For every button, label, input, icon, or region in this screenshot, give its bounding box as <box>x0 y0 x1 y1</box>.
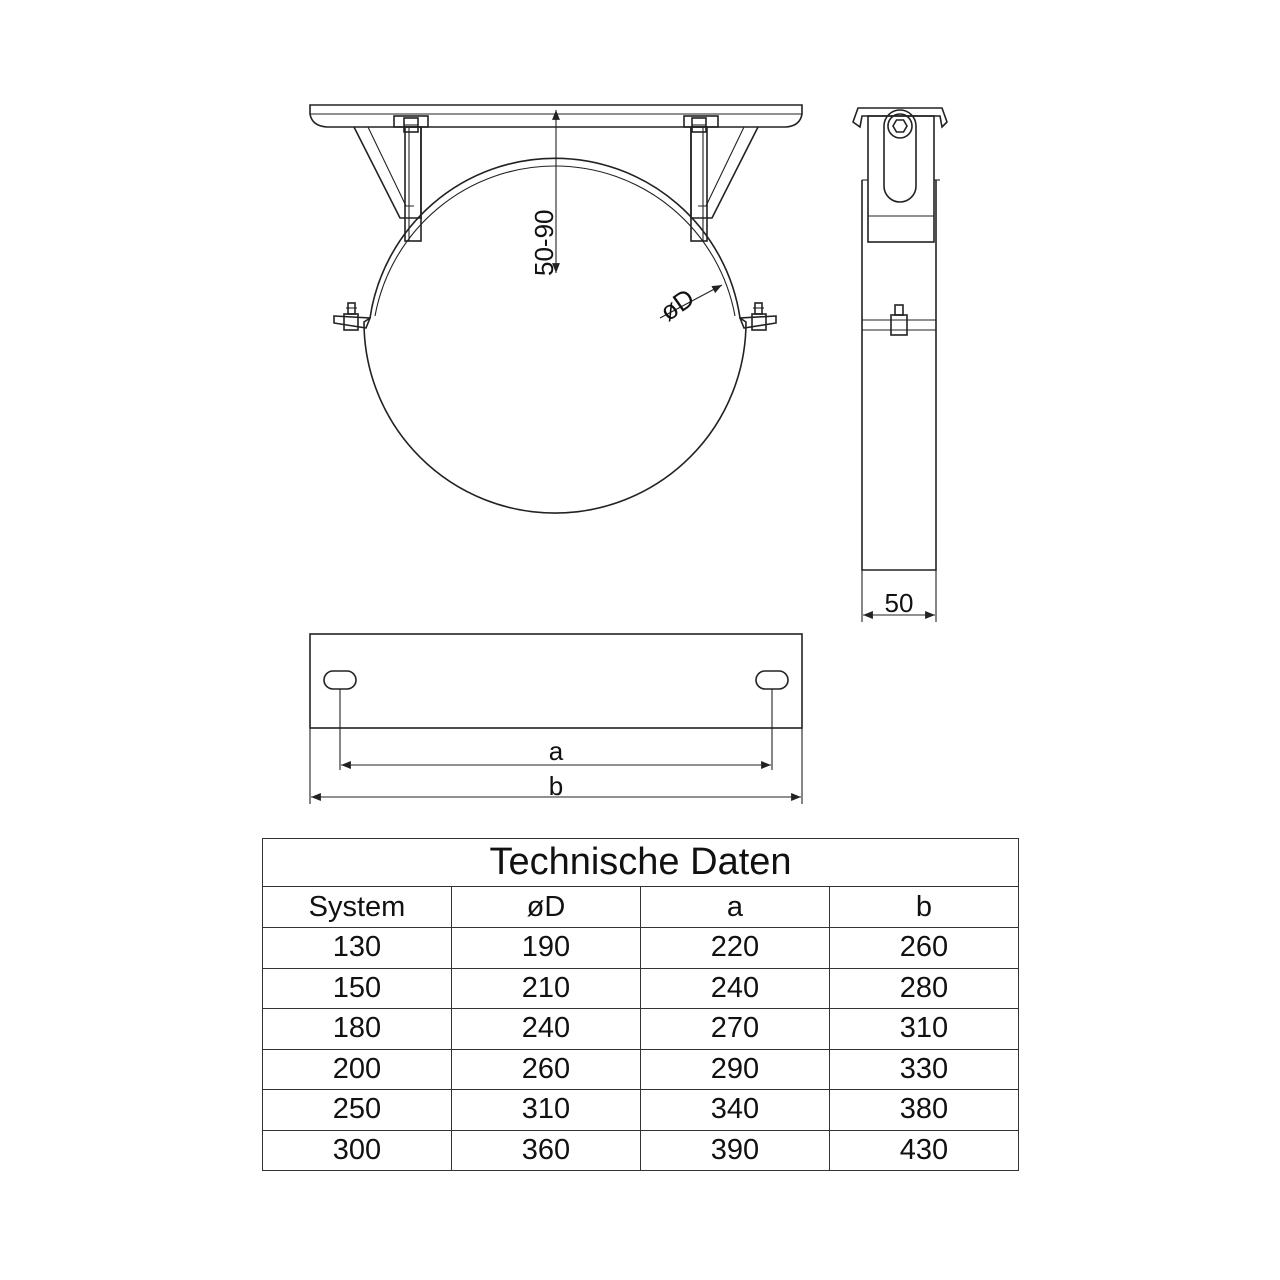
mounting-plate <box>309 104 803 128</box>
cell-system: 130 <box>262 927 452 969</box>
table-row: 180 240 270 310 <box>262 1008 1019 1050</box>
table-header-row: System øD a b <box>262 886 1019 928</box>
left-clamp-screw <box>333 302 372 331</box>
right-bracket <box>683 115 759 242</box>
slotted-hole <box>883 109 917 203</box>
width-dimension-label: 50 <box>885 588 914 618</box>
cell-system: 200 <box>262 1048 452 1090</box>
cell-a: 340 <box>640 1089 830 1131</box>
cell-b: 380 <box>829 1089 1019 1131</box>
cell-a: 270 <box>640 1008 830 1050</box>
diameter-dimension-line <box>659 284 723 319</box>
left-bracket <box>353 115 429 242</box>
cell-a: 290 <box>640 1048 830 1090</box>
front-view: 50-90 øD <box>309 104 803 514</box>
cell-diameter: 310 <box>451 1089 641 1131</box>
height-dimension-label: 50-90 <box>529 210 559 277</box>
left-slot <box>323 670 357 690</box>
cell-b: 310 <box>829 1008 1019 1050</box>
cell-a: 240 <box>640 967 830 1009</box>
table-row: 200 260 290 330 <box>262 1048 1019 1090</box>
table-title: Technische Daten <box>262 838 1019 887</box>
cell-system: 150 <box>262 967 452 1009</box>
cell-system: 180 <box>262 1008 452 1050</box>
header-system: System <box>262 886 452 928</box>
dimension-a-label: a <box>549 736 564 766</box>
wall-plate <box>309 633 803 729</box>
cell-system: 300 <box>262 1129 452 1171</box>
table-row: 150 210 240 280 <box>262 967 1019 1009</box>
header-a: a <box>640 886 830 928</box>
header-diameter: øD <box>451 886 641 928</box>
right-slot <box>755 670 789 690</box>
side-bracket <box>867 115 935 243</box>
plate-view: a b <box>309 633 803 804</box>
cell-a: 220 <box>640 927 830 969</box>
dimension-b-label: b <box>549 771 563 801</box>
cell-diameter: 260 <box>451 1048 641 1090</box>
side-view: 50 <box>852 107 948 622</box>
pipe-clamp-band <box>363 157 747 514</box>
hex-bolt-icon <box>892 119 908 133</box>
side-band <box>861 180 937 571</box>
technical-data-table: Technische Daten System øD a b 130 190 2… <box>262 838 1019 1171</box>
right-clamp-screw <box>738 302 777 331</box>
header-b: b <box>829 886 1019 928</box>
cell-diameter: 190 <box>451 927 641 969</box>
cell-b: 330 <box>829 1048 1019 1090</box>
cell-b: 430 <box>829 1129 1019 1171</box>
table-row: 300 360 390 430 <box>262 1129 1019 1171</box>
cell-b: 280 <box>829 967 1019 1009</box>
cell-diameter: 360 <box>451 1129 641 1171</box>
table-row: 130 190 220 260 <box>262 927 1019 969</box>
cell-system: 250 <box>262 1089 452 1131</box>
cell-diameter: 240 <box>451 1008 641 1050</box>
cell-b: 260 <box>829 927 1019 969</box>
cell-a: 390 <box>640 1129 830 1171</box>
side-top-plate <box>852 107 948 129</box>
cell-diameter: 210 <box>451 967 641 1009</box>
diameter-label: øD <box>654 282 700 326</box>
table-row: 250 310 340 380 <box>262 1089 1019 1131</box>
